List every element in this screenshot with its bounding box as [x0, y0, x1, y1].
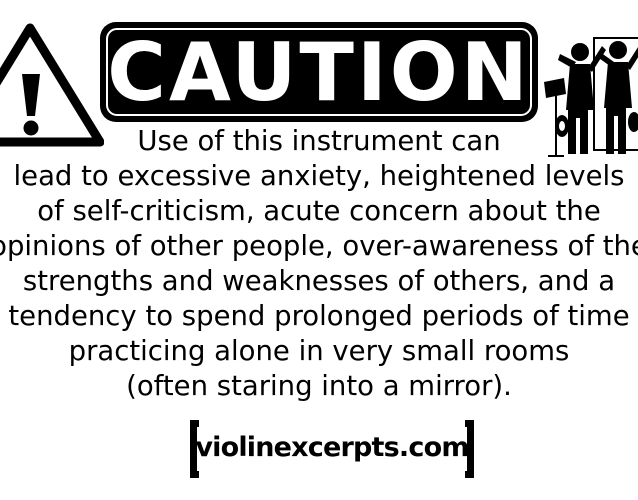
site-name: violinexcerpts.com [195, 432, 469, 463]
logo-bracket-left [190, 420, 199, 478]
logo-bracket-right [465, 420, 474, 478]
warning-message: Use of this instrument can lead to exces… [0, 124, 638, 404]
musicians-with-violins-icon [544, 37, 638, 157]
caution-banner: CAUTION [100, 22, 538, 122]
caution-title: CAUTION [107, 26, 531, 119]
warning-line: (often staring into a mirror). [126, 370, 512, 402]
warning-line: opinions of other people, over-awareness… [0, 230, 638, 262]
site-logo: violinexcerpts.com [190, 420, 474, 478]
warning-line: Use of this instrument can [137, 125, 501, 157]
warning-line: practicing alone in very small rooms [68, 335, 570, 367]
warning-line: of self-criticism, acute concern about t… [37, 195, 601, 227]
warning-triangle-icon [0, 23, 104, 147]
warning-line: lead to excessive anxiety, heightened le… [13, 160, 625, 192]
warning-line: tendency to spend prolonged periods of t… [8, 300, 630, 332]
warning-line: strengths and weaknesses of others, and … [22, 265, 616, 297]
